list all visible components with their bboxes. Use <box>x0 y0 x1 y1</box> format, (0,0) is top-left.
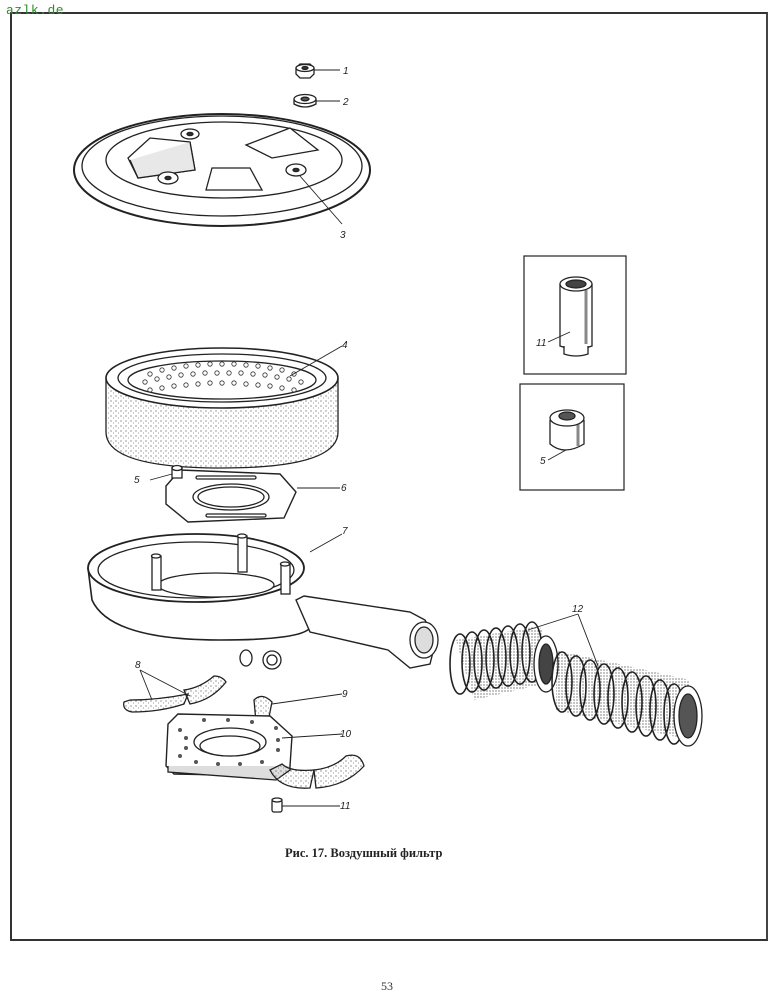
nut-icon <box>295 63 340 79</box>
gasket-plate-icon <box>165 469 340 523</box>
callout-11: 11 <box>340 801 350 812</box>
callout-3: 3 <box>340 230 346 241</box>
filter-element-icon <box>105 345 343 469</box>
callout-5: 5 <box>134 475 140 486</box>
callout-1: 1 <box>343 66 349 77</box>
washer-icon <box>293 93 340 108</box>
inset-callout-5: 5 <box>540 456 546 467</box>
page-number: 53 <box>381 979 393 993</box>
figure-frame <box>10 12 768 941</box>
corrugated-hose-icon <box>449 613 703 747</box>
cap-nut-icon <box>547 409 585 461</box>
inset-sleeve-box <box>523 255 627 375</box>
callout-4: 4 <box>342 340 348 351</box>
inset-cap-nut-box <box>519 383 625 491</box>
callout-7: 7 <box>342 526 348 537</box>
callout-12: 12 <box>572 604 584 615</box>
inset-callout-11: 11 <box>536 338 546 349</box>
callout-8: 8 <box>135 660 141 671</box>
cap-nut-icon <box>149 464 183 481</box>
filter-cover-icon <box>73 113 371 227</box>
callout-9: 9 <box>342 689 348 700</box>
callout-2: 2 <box>342 97 349 108</box>
hose-icon <box>269 754 365 789</box>
callout-6: 6 <box>341 483 347 494</box>
callout-10: 10 <box>340 729 352 740</box>
watermark: azlk.de <box>6 3 65 18</box>
hose-icon <box>123 669 227 713</box>
figure-caption: Рис. 17. Воздушный фильтр <box>285 846 443 860</box>
filter-housing-icon <box>87 533 439 670</box>
sleeve-icon <box>271 797 340 813</box>
sleeve-icon <box>547 276 593 357</box>
